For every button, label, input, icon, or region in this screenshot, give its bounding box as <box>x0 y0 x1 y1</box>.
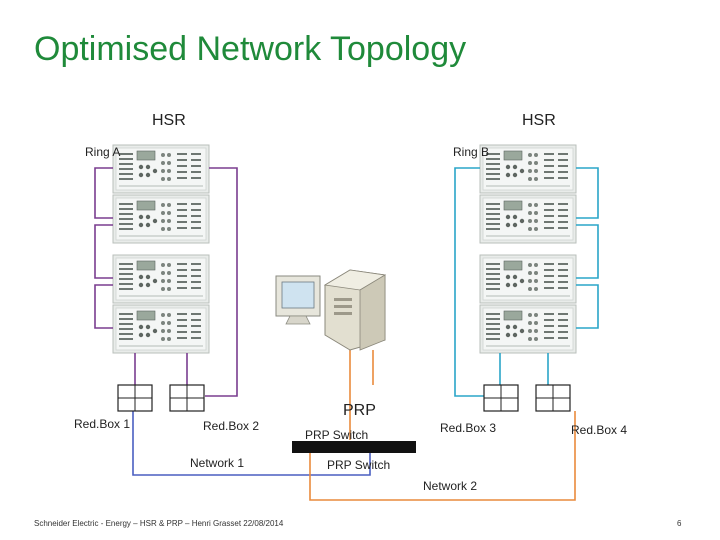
label-prp-switch-bottom: PRP Switch <box>327 458 391 472</box>
label-network-2: Network 2 <box>423 479 478 493</box>
ring-b-ied-2 <box>479 194 577 244</box>
label-redbox-3: Red.Box 3 <box>440 421 497 435</box>
redbox-1 <box>117 384 153 412</box>
ring-a-ied-2 <box>112 194 210 244</box>
network1-link <box>132 411 371 476</box>
network2-link <box>309 411 576 501</box>
redbox-2 <box>169 384 205 412</box>
ring-b-ied-1 <box>479 144 577 194</box>
workstation-monitor-icon <box>275 275 321 325</box>
server-tower-icon <box>323 269 387 351</box>
ring-b-ied-3 <box>479 254 577 304</box>
label-prp: PRP <box>343 402 376 419</box>
label-prp-switch-top: PRP Switch <box>305 428 369 442</box>
redbox-4 <box>535 384 571 412</box>
label-redbox-1: Red.Box 1 <box>74 417 131 431</box>
ring-a-ied-1 <box>112 144 210 194</box>
label-redbox-4: Red.Box 4 <box>571 423 628 437</box>
ring-b-links <box>454 167 599 397</box>
redbox-3 <box>483 384 519 412</box>
label-hsr-right: HSR <box>522 112 556 129</box>
ring-b-ied-4 <box>479 304 577 354</box>
prp-switch-bar <box>292 441 416 453</box>
label-ring-a: Ring A <box>85 145 121 159</box>
label-network-1: Network 1 <box>190 456 245 470</box>
label-redbox-2: Red.Box 2 <box>203 419 260 433</box>
ring-a-ied-3 <box>112 254 210 304</box>
ring-a-ied-4 <box>112 304 210 354</box>
ring-a-links <box>94 167 238 397</box>
label-hsr-left: HSR <box>152 112 186 129</box>
prp-links <box>349 350 374 440</box>
page-number: 6 <box>677 519 682 528</box>
footer-text: Schneider Electric - Energy – HSR & PRP … <box>34 519 284 528</box>
page-title: Optimised Network Topology <box>34 30 467 68</box>
label-ring-b: Ring B <box>453 145 490 159</box>
